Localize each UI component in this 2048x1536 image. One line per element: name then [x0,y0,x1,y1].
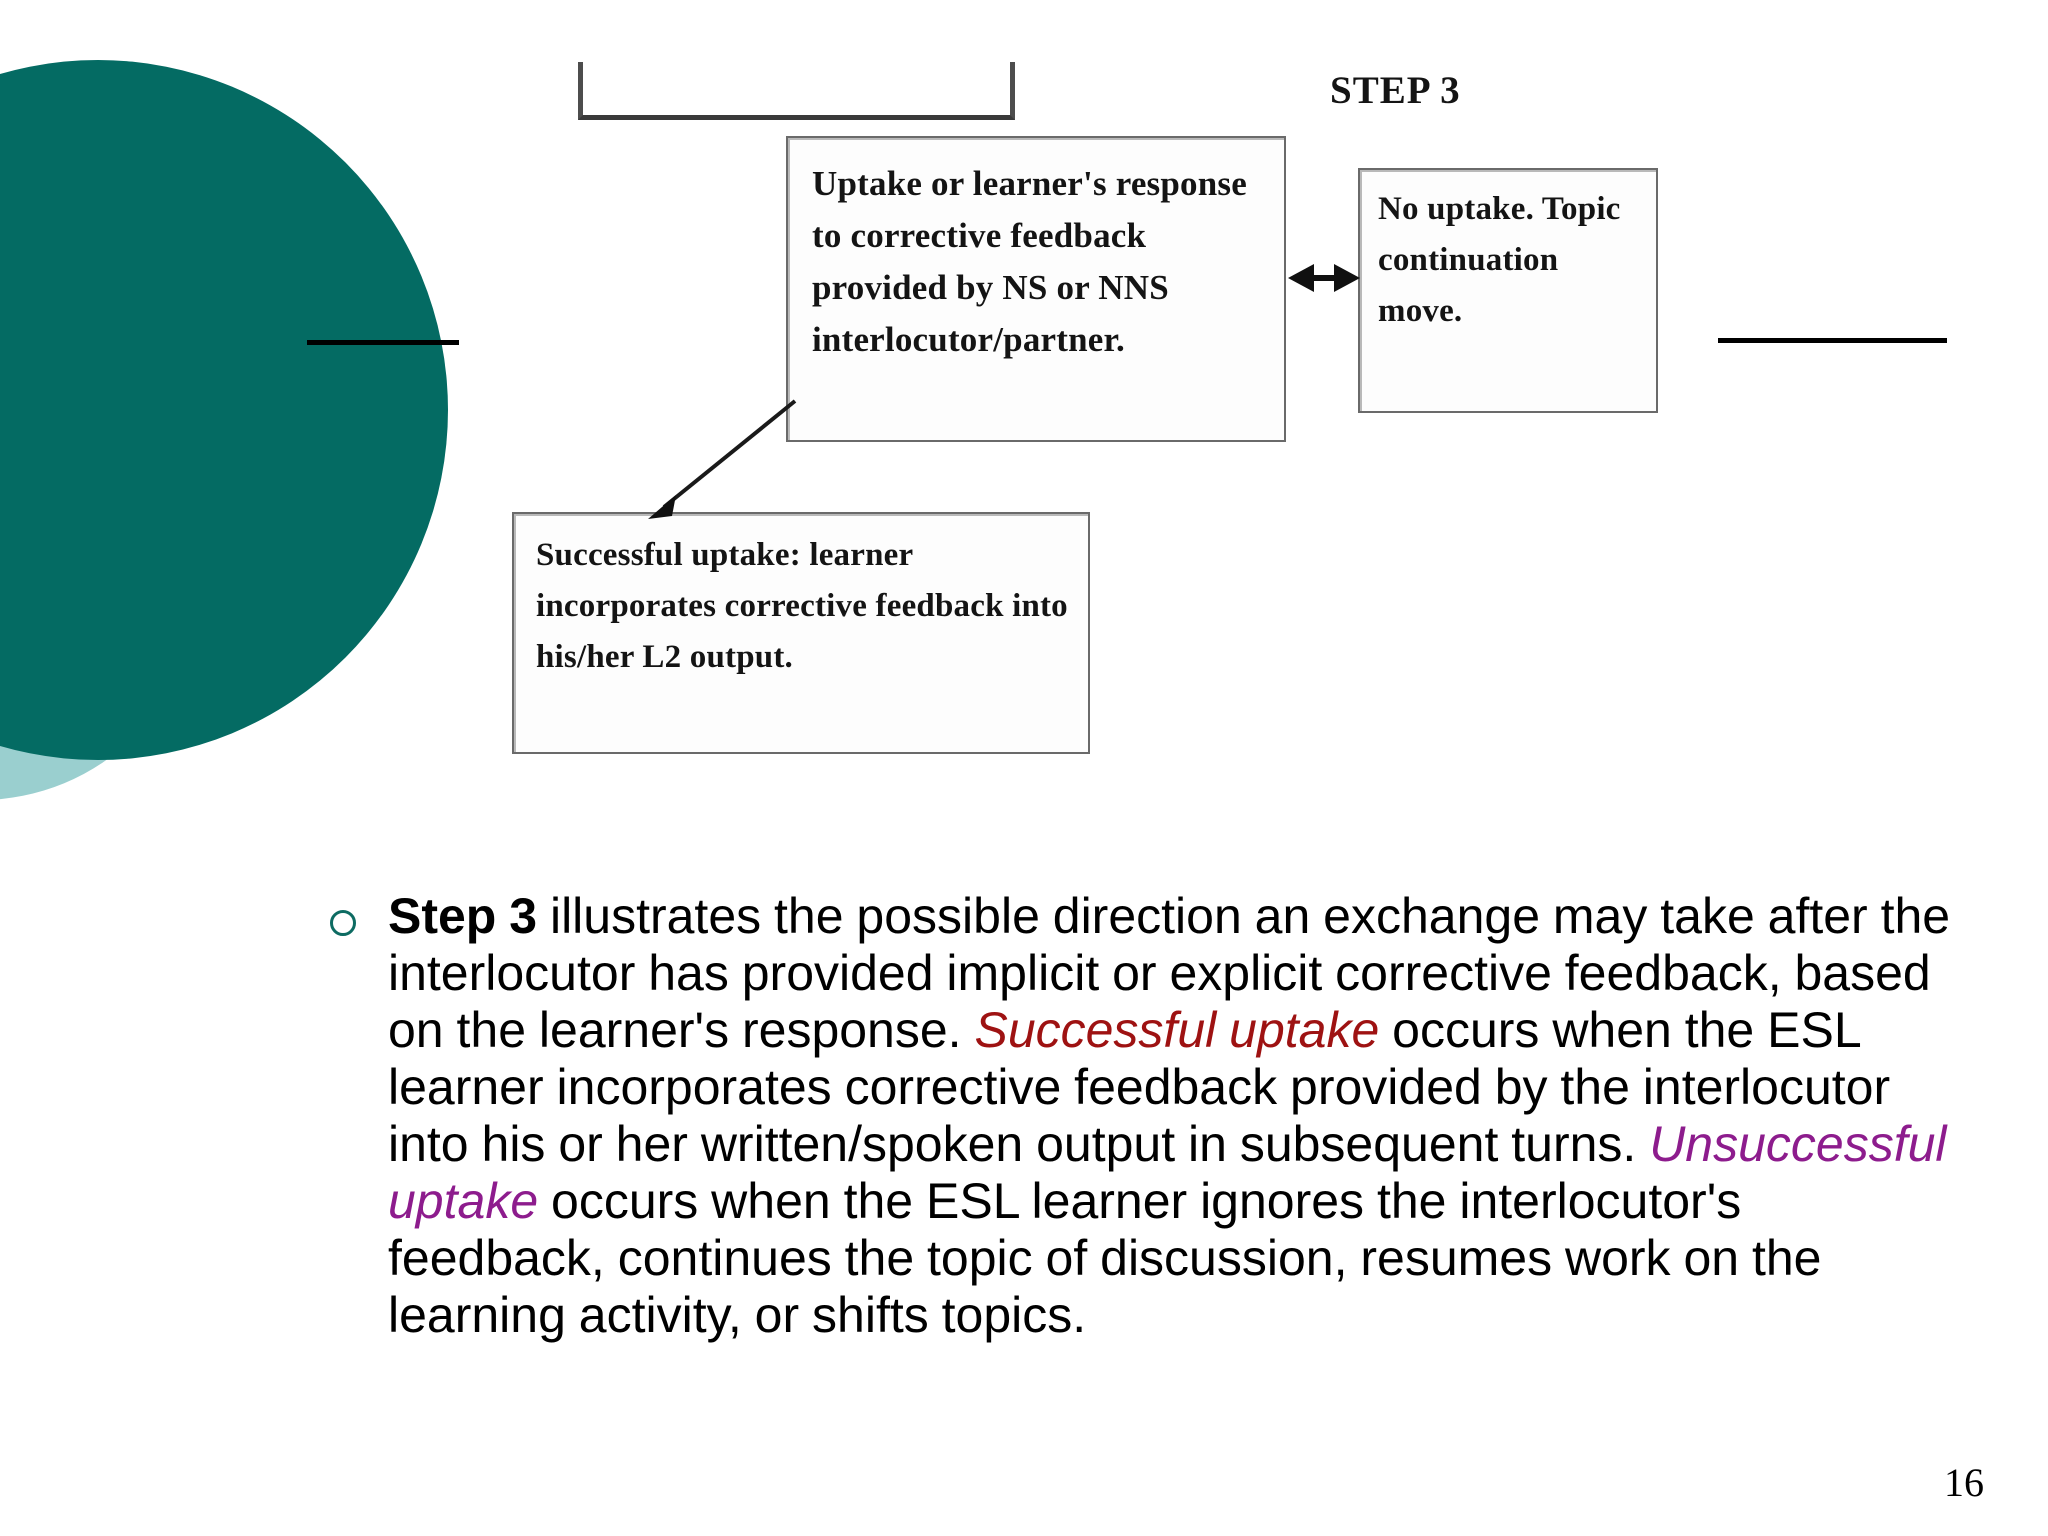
body-text-segment-4: Unsuccessful uptake [388,1116,1947,1229]
title-rule-left [307,340,459,345]
body-text-segment-0: Step 3 [388,888,538,944]
diagonal-arrow-icon [648,399,797,519]
double-headed-arrow-icon [1288,264,1360,292]
body-text-segment-1: illustrates the possible direction an ex… [388,888,1951,1058]
circle-outline-bullet-icon [330,910,356,936]
title-rule-right [1718,338,1947,343]
diagram-box-no-uptake: No uptake. Topic continuation move. [1358,168,1658,413]
diagram-box-successful-uptake: Successful uptake: learner incorporates … [512,512,1090,754]
body-text-segment-5: occurs when the ESL learner ignores the … [388,1173,1822,1343]
body-paragraph: Step 3 illustrates the possible directio… [388,888,1970,1344]
page-number: 16 [1944,1460,1984,1505]
step3-diagram: Uptake or learner's response to correcti… [512,62,1658,754]
diagram-box-uptake: Uptake or learner's response to correcti… [786,136,1286,442]
bracket-connector [578,62,1015,120]
body-text-segment-2: Successful uptake [974,1002,1380,1058]
body-text-block: Step 3 illustrates the possible directio… [330,888,1970,1344]
step-3-label: STEP 3 [1330,69,1461,112]
body-text-segment-3: occurs when the ESL learner incorporates… [388,1002,1891,1172]
